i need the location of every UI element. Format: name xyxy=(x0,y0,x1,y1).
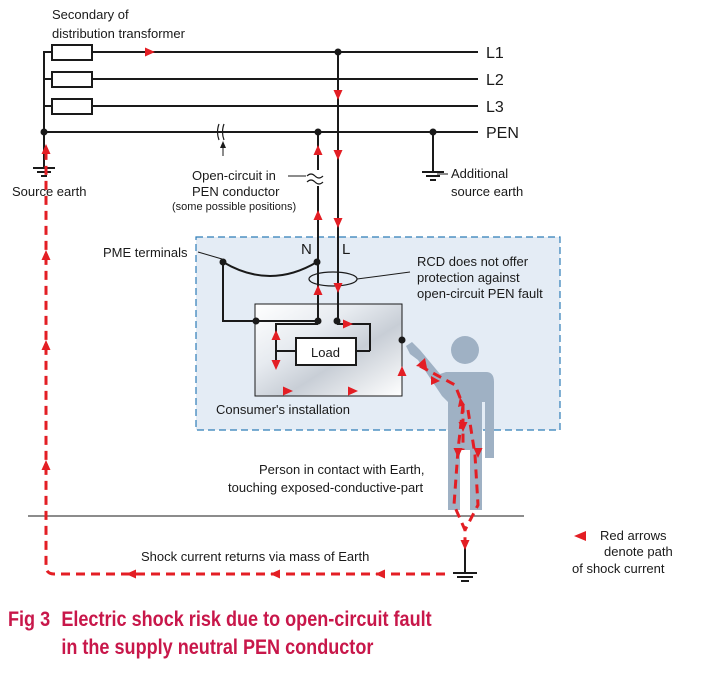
rcd-label-line3: open-circuit PEN fault xyxy=(417,286,543,301)
pen-label: PEN xyxy=(486,125,519,142)
open-circuit-break-symbol xyxy=(306,173,324,185)
transformer-label-line1: Secondary of xyxy=(52,7,129,22)
caption-row-1: Fig 3 Electric shock risk due to open-cir… xyxy=(8,606,432,634)
legend-label-line2: denote path xyxy=(604,544,673,559)
legend-arrow xyxy=(574,531,586,541)
additional-earth-symbol xyxy=(422,132,444,181)
rcd-label-line1: RCD does not offer xyxy=(417,254,529,269)
transformer-label-line2: distribution transformer xyxy=(52,26,186,41)
shock-current-arrows xyxy=(41,47,483,579)
pme-terminals-label: PME terminals xyxy=(103,245,188,260)
transformer-windings xyxy=(43,44,93,132)
source-earth-label: Source earth xyxy=(12,184,86,199)
caption-line-1: Electric shock risk due to open-circuit … xyxy=(61,608,432,631)
open-circuit-up-arrowhead xyxy=(220,141,226,148)
rcd-pointer xyxy=(356,271,411,280)
supply-conductors xyxy=(44,51,478,133)
open-circuit-label-line1: Open-circuit in xyxy=(192,168,276,183)
legend-label-line3: of shock current xyxy=(572,561,665,576)
additional-earth-label-line1: Additional xyxy=(451,166,508,181)
load-box xyxy=(295,337,357,366)
consumer-installation-label: Consumer's installation xyxy=(216,402,350,417)
figure-number: Fig 3 xyxy=(8,608,51,631)
l2-label: L2 xyxy=(486,72,504,89)
person-figure xyxy=(406,336,494,510)
shock-return-label: Shock current returns via mass of Earth xyxy=(141,549,369,564)
figure-caption: Fig 3 Electric shock risk due to open-cir… xyxy=(8,606,432,662)
pen-break-marks xyxy=(216,123,225,141)
pen-fault-diagram: Secondary of distribution transformer L1… xyxy=(12,7,673,582)
rcd-label-line2: protection against xyxy=(417,270,520,285)
open-circuit-label-line3: (some possible positions) xyxy=(172,201,296,213)
l1-label: L1 xyxy=(486,45,504,62)
l3-label: L3 xyxy=(486,99,504,116)
open-circuit-label-line2: PEN conductor xyxy=(192,184,280,199)
caption-row-2: in the supply neutral PEN conductor xyxy=(8,634,432,662)
neutral-label: N xyxy=(301,241,312,258)
person-label-line1: Person in contact with Earth, xyxy=(259,462,424,477)
installation-wiring xyxy=(222,261,371,360)
line-label: L xyxy=(342,241,350,258)
pme-pointer xyxy=(197,251,223,260)
legend-label-line1: Red arrows xyxy=(600,528,667,543)
caption-line-2: in the supply neutral PEN conductor xyxy=(61,636,374,659)
person-label-line2: touching exposed-conductive-part xyxy=(228,480,424,495)
additional-earth-label-line2: source earth xyxy=(451,184,523,199)
load-label: Load xyxy=(311,345,340,360)
